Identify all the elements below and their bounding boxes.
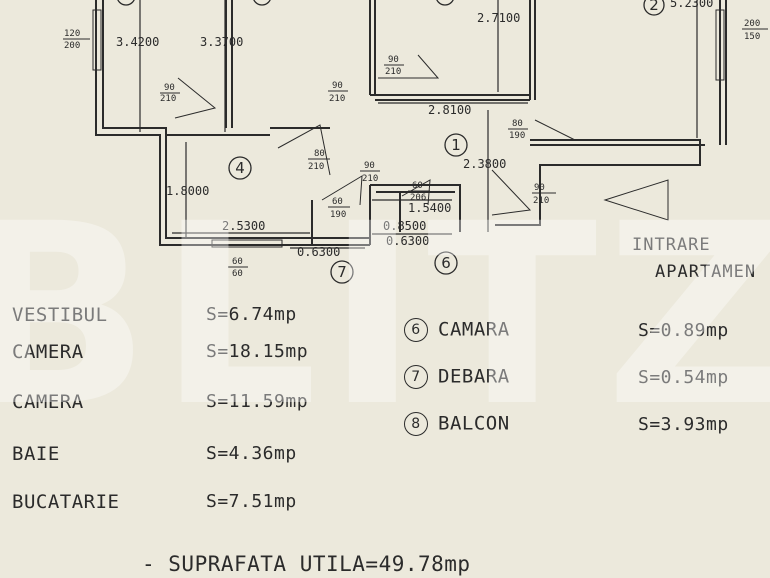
area-name: CAMERA bbox=[12, 391, 84, 413]
door-height-label: 210 bbox=[329, 94, 345, 104]
door-width-label: 90 bbox=[332, 81, 343, 91]
area-name: BAIE bbox=[12, 443, 60, 465]
door-width-label: 60 bbox=[412, 181, 423, 191]
room-number-badge: 7 bbox=[404, 365, 428, 389]
window-width-label: 200 bbox=[744, 19, 760, 29]
dimension-lines bbox=[139, 0, 698, 249]
area-value: S=3.93mp bbox=[638, 414, 729, 435]
area-name: CAMARA bbox=[438, 318, 510, 341]
entry-label-line2: APARTAMEN bbox=[655, 262, 757, 282]
room-number-7: 7 bbox=[330, 260, 354, 284]
svg-text:7: 7 bbox=[337, 263, 347, 281]
area-value: S=4.36mp bbox=[206, 443, 297, 464]
door-width-label: 90 bbox=[164, 83, 175, 93]
window-height-label: 150 bbox=[744, 32, 760, 42]
door-width-label: 60 bbox=[332, 197, 343, 207]
dim-room-width: 3.3700 bbox=[200, 35, 243, 49]
area-value: S=18.15mp bbox=[206, 341, 309, 362]
window-width-label: 120 bbox=[64, 29, 80, 39]
area-value: S=11.59mp bbox=[206, 391, 309, 412]
room-number-4: 4 bbox=[228, 156, 252, 180]
room-number-badge: 8 bbox=[404, 412, 428, 436]
dim-closet-width: 0.6300 bbox=[386, 234, 429, 248]
door-width-label: 80 bbox=[512, 119, 523, 129]
dim-kitchen-depth: 1.8000 bbox=[166, 184, 209, 198]
window-height-label: 60 bbox=[232, 269, 243, 279]
area-value: S=7.51mp bbox=[206, 491, 297, 512]
total-usable-area: - SUPRAFATA UTILA=49.78mp bbox=[142, 552, 471, 576]
area-value: S=0.54mp bbox=[638, 367, 729, 388]
svg-text:4: 4 bbox=[235, 159, 245, 177]
door-height-label: 206 bbox=[410, 193, 426, 203]
room-number-2: 2 bbox=[643, 0, 665, 16]
entry-label-line1: INTRARE bbox=[632, 235, 711, 255]
plan-walls bbox=[92, 0, 727, 248]
dim-pantry-inner: 0.8500 bbox=[383, 219, 426, 233]
room-number-6: 6 bbox=[434, 251, 458, 275]
window-width-label: 60 bbox=[232, 257, 243, 267]
area-value: S=0.89mp bbox=[638, 320, 729, 341]
area-name: DEBARA bbox=[438, 365, 510, 388]
door-height-label: 190 bbox=[330, 210, 346, 220]
svg-text:2: 2 bbox=[649, 0, 659, 14]
dim-hall-depth: 2.3800 bbox=[463, 157, 506, 171]
door-width-label: 80 bbox=[314, 149, 325, 159]
area-row-camara: 6 CAMARA bbox=[404, 318, 510, 342]
area-name: BUCATARIE bbox=[12, 491, 120, 513]
door-width-label: 90 bbox=[534, 183, 545, 193]
area-name: BALCON bbox=[438, 412, 510, 435]
door-height-label: 210 bbox=[308, 162, 324, 172]
dim-room2-width: 5.2300 bbox=[670, 0, 713, 10]
dim-storage-width: 0.6300 bbox=[297, 245, 340, 259]
room-number-badge: 6 bbox=[404, 318, 428, 342]
door-height-label: 210 bbox=[160, 94, 176, 104]
svg-text:6: 6 bbox=[441, 254, 451, 272]
area-name: VESTIBUL bbox=[12, 304, 108, 326]
dim-hall-width: 2.8100 bbox=[428, 103, 471, 117]
dim-room3-width: 3.4200 bbox=[116, 35, 159, 49]
window-height-label: 200 bbox=[64, 41, 80, 51]
door-height-label: 210 bbox=[362, 174, 378, 184]
room-number-1: 1 bbox=[444, 133, 468, 157]
door-height-label: 190 bbox=[509, 131, 525, 141]
floor-plan-drawing: 3.4200 3.3700 2.7100 5.2300 2.8100 2.380… bbox=[63, 0, 768, 284]
door-width-label: 90 bbox=[388, 55, 399, 65]
area-value: S=6.74mp bbox=[206, 304, 297, 325]
door-height-label: 210 bbox=[533, 196, 549, 206]
door-width-label: 90 bbox=[364, 161, 375, 171]
area-row-debara: 7 DEBARA bbox=[404, 365, 510, 389]
dim-room1-depth: 2.7100 bbox=[477, 11, 520, 25]
door-swings bbox=[174, 54, 576, 216]
partial-room-circles bbox=[117, 0, 454, 6]
area-row-balcon: 8 BALCON bbox=[404, 412, 510, 436]
opening-labels: 120 200 200 150 90 210 90 210 90 210 90 … bbox=[63, 19, 768, 279]
area-name: CAMERA bbox=[12, 341, 84, 363]
dim-pantry-width: 1.5400 bbox=[408, 201, 451, 215]
dim-kitchen-width: 2.5300 bbox=[222, 219, 265, 233]
svg-text:1: 1 bbox=[451, 136, 461, 154]
door-height-label: 210 bbox=[385, 67, 401, 77]
